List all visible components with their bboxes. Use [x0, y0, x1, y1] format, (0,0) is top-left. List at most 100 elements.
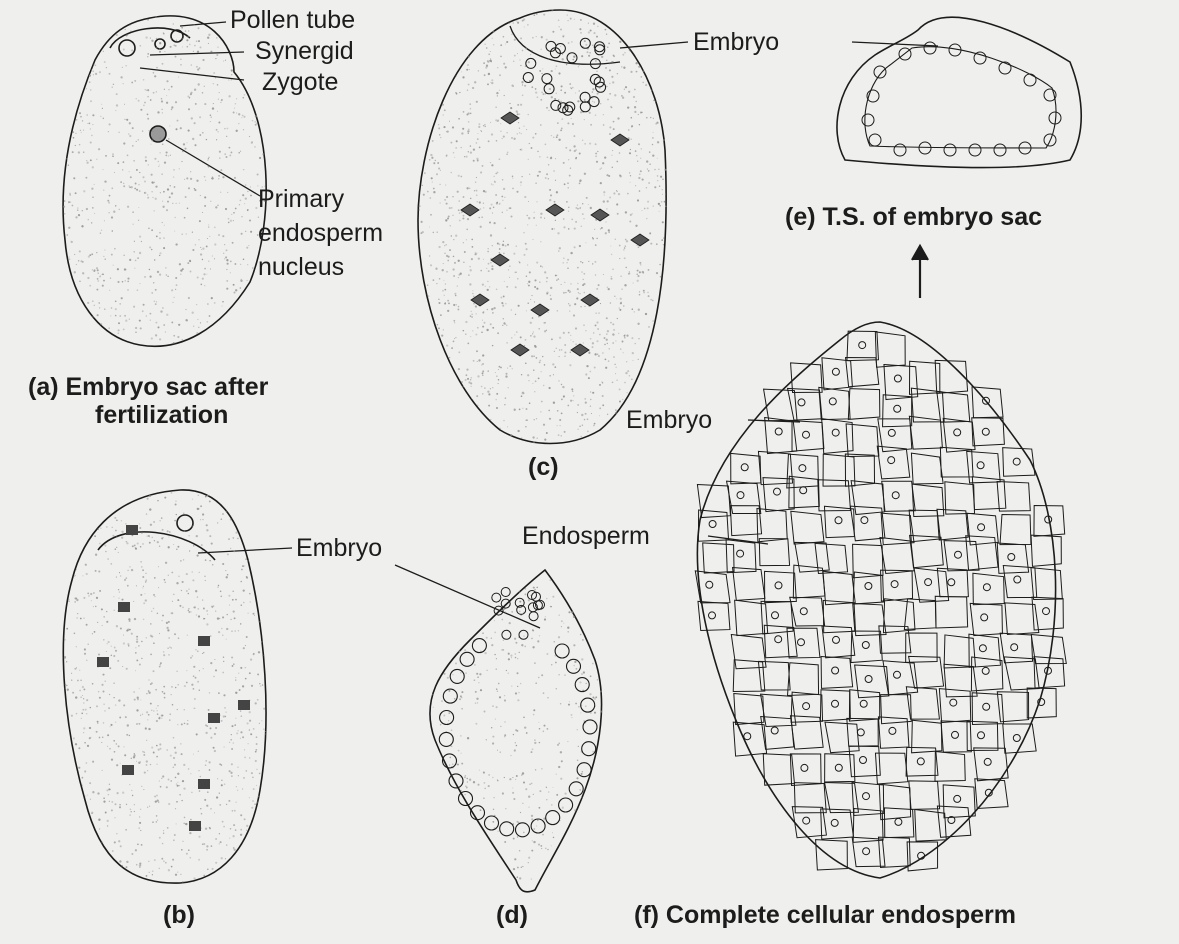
label-embryo-b: Embryo [296, 535, 382, 561]
endosperm-cell-d [531, 819, 545, 833]
caption-a-line2: fertilization [95, 400, 228, 430]
label-embryo-c: Embryo [693, 29, 779, 55]
free-nucleus-b [122, 765, 134, 775]
arrow-up [912, 246, 928, 298]
caption-b: (b) [163, 900, 195, 930]
panel-c [418, 10, 688, 444]
endosperm-cell-d [583, 720, 597, 734]
endosperm-cell-e [974, 52, 986, 64]
label-embryo-f: Embryo [626, 407, 712, 433]
endosperm-cell-d [460, 652, 474, 666]
endosperm-cell-e [999, 62, 1011, 74]
embryo-cell-d [519, 630, 528, 639]
free-nucleus-c [581, 294, 599, 306]
label-endosperm-f: Endosperm [522, 523, 650, 549]
free-nucleus-c [611, 134, 629, 146]
label-pen-line2: endosperm [258, 220, 383, 246]
label-pen-line1: Primary [258, 186, 344, 212]
primary-endosperm-nucleus [150, 126, 166, 142]
ts-inner-outline [865, 47, 1056, 148]
panel-a [63, 16, 266, 346]
embryo-cell-c [551, 100, 561, 110]
endosperm-cell-d [555, 644, 569, 658]
free-nucleus-b [97, 657, 109, 667]
embryo-cell-c [567, 53, 577, 63]
endosperm-cell-d [459, 792, 473, 806]
label-zygote: Zygote [262, 69, 338, 95]
caption-c: (c) [528, 452, 559, 482]
embryo-cell-c [523, 73, 533, 83]
endosperm-cell-e [919, 142, 931, 154]
free-nucleus-b [118, 602, 130, 612]
free-nucleus-c [461, 204, 479, 216]
free-nucleus-b [126, 525, 138, 535]
label-pollen-tube: Pollen tube [230, 7, 355, 33]
embryo-sac-outline-c [418, 10, 666, 444]
panel-b [63, 490, 292, 883]
free-nucleus-c [491, 254, 509, 266]
embryo-cell-d [492, 593, 501, 602]
endosperm-cell-e [869, 134, 881, 146]
endosperm-cell-e [944, 144, 956, 156]
endosperm-cell-d [569, 782, 583, 796]
free-nucleus-c [511, 344, 529, 356]
embryo-cell-d [502, 630, 511, 639]
free-nucleus-b [198, 779, 210, 789]
endosperm-cell-e [874, 66, 886, 78]
panel-d [395, 565, 602, 892]
endosperm-cell-e [1024, 74, 1036, 86]
endosperm-cell-e [862, 114, 874, 126]
endosperm-cell-d [450, 669, 464, 683]
free-nucleus-c [631, 234, 649, 246]
endosperm-cell-d [567, 659, 581, 673]
endosperm-cell-d [581, 698, 595, 712]
free-nucleus-c [591, 209, 609, 221]
caption-e: (e) T.S. of embryo sac [785, 202, 1042, 232]
endosperm-cell-e [894, 144, 906, 156]
pointer-line-d [395, 565, 540, 628]
label-synergid: Synergid [255, 38, 354, 64]
free-nucleus-c [571, 344, 589, 356]
endosperm-cell-e [969, 144, 981, 156]
endosperm-cell-d [575, 678, 589, 692]
endosperm-cell-d [577, 763, 591, 777]
endosperm-cell-d [440, 711, 454, 725]
embryo-cell-d [529, 612, 538, 621]
caption-d: (d) [496, 900, 528, 930]
caption-f: (f) Complete cellular endosperm [634, 900, 1016, 930]
label-pen-line3: nucleus [258, 254, 344, 280]
endosperm-cell-d [485, 816, 499, 830]
endosperm-cell-d [439, 732, 453, 746]
free-nucleus-c [546, 204, 564, 216]
endosperm-cell-d [582, 742, 596, 756]
endosperm-cell-d [546, 811, 560, 825]
panel-e [837, 17, 1081, 298]
endosperm-cell-e [994, 144, 1006, 156]
free-nucleus-b [208, 713, 220, 723]
embryo-cell-c [589, 97, 599, 107]
endosperm-cell-d [516, 823, 530, 837]
endosperm-cell-d [500, 822, 514, 836]
free-nucleus-c [531, 304, 549, 316]
endosperm-cell-e [924, 42, 936, 54]
embryo-cell-c [542, 74, 552, 84]
free-nucleus-b [189, 821, 201, 831]
zygote-cell-b [177, 515, 193, 531]
cell-network-f [695, 331, 1066, 871]
pointer-line-c [620, 42, 688, 48]
embryo-cell-c [580, 38, 590, 48]
embryo-cell-d [501, 588, 510, 597]
free-nucleus-b [238, 700, 250, 710]
free-nucleus-c [501, 112, 519, 124]
embryo-cell-c [526, 58, 536, 68]
endosperm-cell-d [472, 639, 486, 653]
endosperm-cell-d [559, 798, 573, 812]
caption-a-line1: (a) Embryo sac after [28, 372, 268, 402]
generated-marks [63, 9, 1066, 882]
embryo-cell-c [565, 102, 575, 112]
synergid-cell-a [119, 40, 135, 56]
endosperm-cell-d [449, 774, 463, 788]
embryo-boundary-c [510, 26, 620, 64]
